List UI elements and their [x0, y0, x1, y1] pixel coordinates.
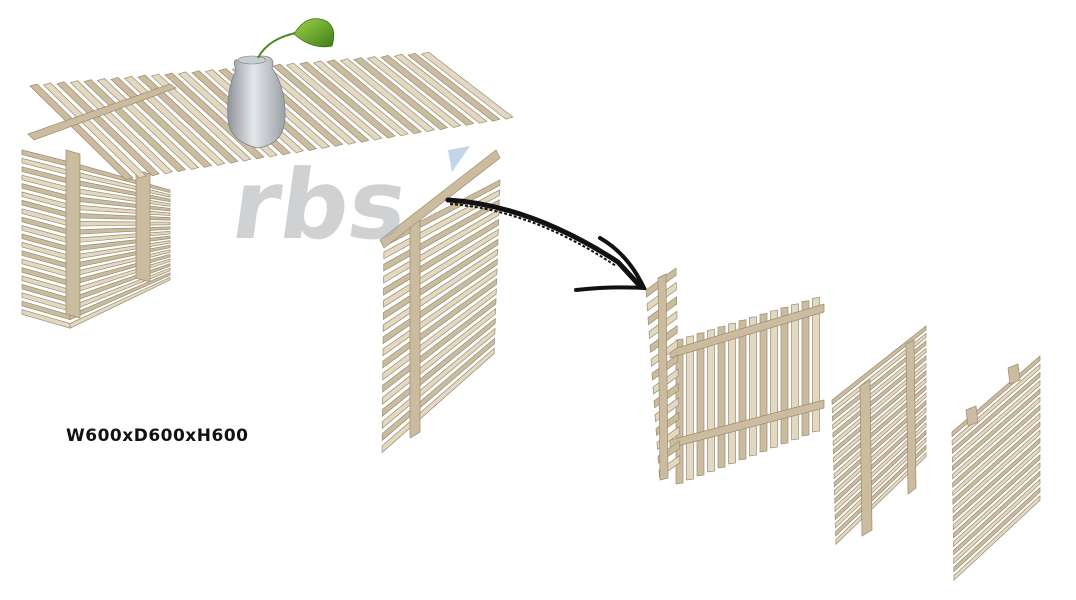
- top-slat: [285, 62, 383, 141]
- panel-slat: [834, 436, 927, 529]
- panel-slat: [833, 384, 927, 472]
- panel-slat: [953, 494, 1041, 581]
- panel-slat: [953, 478, 1041, 565]
- panel-slat: [831, 325, 927, 406]
- panel-post: [905, 339, 917, 495]
- gate-slat: [686, 335, 694, 481]
- panel-slat: [952, 445, 1041, 531]
- gate-slat: [738, 319, 747, 461]
- gate-slat: [759, 312, 768, 453]
- top-slat: [326, 59, 422, 135]
- panel-slat: [834, 429, 927, 521]
- gate-slat: [791, 303, 799, 441]
- panel-slat: [952, 388, 1041, 472]
- leaf-icon: [257, 18, 335, 59]
- top-slat: [29, 83, 134, 181]
- top-rail: [379, 149, 501, 249]
- panel-slat: [835, 444, 927, 537]
- panel-slat: [834, 414, 927, 504]
- gate-slat: [696, 332, 705, 477]
- panel-slat: [832, 362, 927, 447]
- panel-slat: [831, 332, 927, 414]
- top-slat: [380, 55, 475, 126]
- top-slat: [353, 57, 449, 130]
- top-slat: [56, 81, 160, 177]
- top-slat: [69, 80, 173, 175]
- panel-post: [1007, 363, 1021, 385]
- watermark-logo: rbs: [225, 146, 470, 261]
- top-slat: [420, 51, 514, 120]
- slat: [69, 221, 171, 227]
- top-slat: [366, 56, 462, 128]
- panel-slat: [951, 371, 1041, 455]
- top-slat: [150, 73, 252, 162]
- gate-rail: [669, 303, 825, 359]
- gate-slat: [801, 300, 810, 437]
- panel-slat: [833, 392, 927, 480]
- panel-slat: [833, 399, 927, 488]
- top-slat: [123, 75, 226, 166]
- panel-slat: [832, 347, 927, 430]
- panel-slat: [952, 437, 1041, 522]
- panel-slat: [835, 451, 927, 546]
- panel-slat: [832, 369, 927, 455]
- panel-slat: [834, 407, 927, 496]
- slat: [69, 272, 171, 321]
- panel-slat: [952, 420, 1041, 505]
- panel-slat: [952, 404, 1041, 489]
- leg-post: [409, 217, 421, 439]
- top-slat: [407, 52, 501, 122]
- top-slat: [393, 53, 488, 124]
- gate-slat: [707, 328, 715, 473]
- panel-slat: [952, 412, 1041, 497]
- panel-slat: [953, 470, 1041, 556]
- panel-post: [965, 405, 979, 427]
- slat: [69, 276, 171, 329]
- top-slat: [299, 61, 396, 139]
- panel-slat: [953, 462, 1041, 548]
- top-slat: [272, 63, 370, 143]
- dimensions-label: W600xD600xH600: [66, 426, 249, 446]
- table-disassembled-parts: [645, 267, 1041, 581]
- panel-slat: [832, 340, 927, 422]
- panel-slat: [953, 486, 1041, 573]
- panel-slat: [951, 363, 1041, 446]
- arrow-icon: [445, 197, 648, 292]
- gate-slat: [717, 325, 726, 469]
- side-post: [657, 273, 669, 481]
- panel-slat: [951, 379, 1041, 463]
- gate-rail: [669, 399, 825, 449]
- leg-post: [135, 169, 151, 283]
- top-slat: [339, 58, 436, 133]
- gate-slat: [749, 316, 757, 457]
- panel-slat: [952, 429, 1041, 514]
- leg-post: [65, 149, 81, 319]
- gate-slat: [770, 309, 778, 449]
- vase-icon: [227, 55, 286, 149]
- gate-slat: [728, 322, 736, 465]
- gate-slat: [780, 306, 789, 445]
- watermark-text: rbs: [225, 148, 414, 260]
- panel-slat: [952, 453, 1041, 539]
- panel-slat: [952, 396, 1041, 480]
- table-assembled: [21, 51, 514, 454]
- top-slat: [42, 82, 147, 179]
- top-slat: [137, 74, 239, 164]
- top-slat: [312, 60, 409, 137]
- top-rail: [27, 83, 177, 141]
- panel-post: [859, 379, 873, 537]
- panel-slat: [833, 377, 927, 463]
- gate-slat: [812, 296, 820, 433]
- panel-slat: [832, 355, 927, 439]
- panel-slat: [834, 421, 927, 513]
- top-slat: [83, 79, 187, 172]
